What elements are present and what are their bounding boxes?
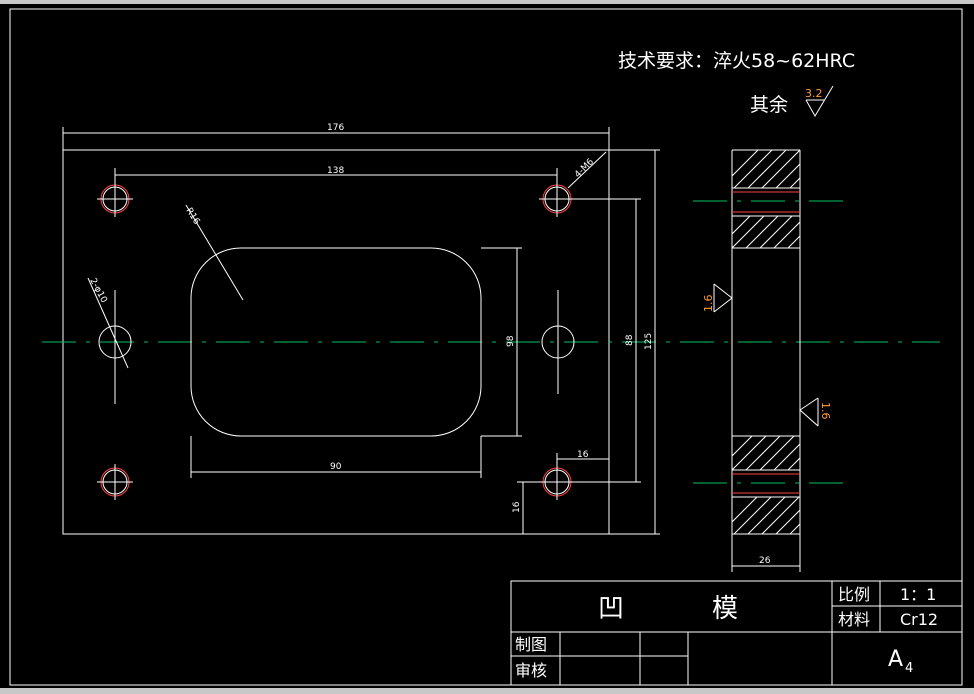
roughness-symbol-right [799,397,819,427]
dimension-overall-width [62,127,610,150]
dimension-hole-vertical-text: 88 [625,334,635,346]
section-hatching [732,150,800,534]
scale-label: 比例 [838,585,870,604]
threaded-holes-text: 4-M6 [573,157,596,180]
title-block [510,580,963,686]
threaded-hole-top-left [97,181,133,217]
pin-hole-right [541,290,575,394]
window-top-border [0,0,974,4]
dimension-edge-offset-y-text: 16 [512,501,522,513]
sheet-size-sub: 4 [905,661,913,676]
dimension-edge-offset-x [556,453,610,470]
cavity-outline [190,247,482,437]
pin-holes-text: 2-φ10 [87,277,108,305]
dimension-overall-width-text: 176 [327,123,344,133]
material-label: 材料 [838,610,870,629]
scale-value: 1：1 [900,585,936,604]
dimension-thickness [731,534,801,572]
roughness-symbol-left [713,283,733,313]
pin-hole-left [98,290,132,404]
checked-label: 审核 [515,661,547,680]
roughness-left-value: 1.6 [702,295,715,313]
part-name-char-1: 凹 [598,594,624,624]
leader-threaded-holes [567,151,607,189]
roughness-right-value: 1.6 [819,402,832,420]
sheet-size: A [888,647,903,672]
dimension-cavity-width-text: 90 [330,462,342,472]
dimension-overall-height-text: 125 [644,333,654,350]
part-name-char-2: 模 [712,594,738,624]
dimension-cavity-width [190,436,482,478]
dimension-edge-offset-y [517,481,543,535]
window-bottom-border [0,688,974,694]
material-value: Cr12 [900,610,938,629]
leader-pin-holes [87,277,129,369]
dimension-hole-vertical [575,198,641,483]
corner-radius-text: R16 [183,206,201,227]
threaded-hole-bottom-left [97,464,133,500]
dimension-overall-height [609,149,660,535]
dimension-hole-spacing [114,168,558,185]
roughness-other-label: 其余 [750,94,788,116]
leader-corner-radius [185,204,244,301]
dimension-cavity-height-text: 98 [506,335,516,347]
drawn-label: 制图 [515,635,547,654]
dimension-cavity-height [481,247,522,437]
drawing-frame [9,8,963,686]
roughness-other-value: 3.2 [805,87,823,100]
roughness-other-symbol [805,85,834,117]
dimension-hole-spacing-text: 138 [327,166,344,176]
dimension-thickness-text: 26 [759,556,771,566]
dimension-edge-offset-x-text: 16 [577,450,589,460]
technical-requirement: 技术要求：淬火58~62HRC [618,50,855,72]
